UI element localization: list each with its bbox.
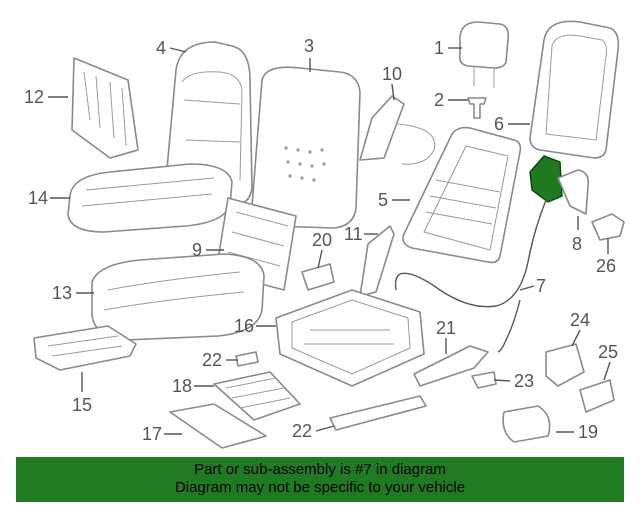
part-18-pad[interactable] xyxy=(213,371,301,421)
callout-22-lower: 22 xyxy=(292,421,312,441)
callout-11: 11 xyxy=(344,224,363,244)
callout-17: 17 xyxy=(142,424,162,444)
callout-8: 8 xyxy=(572,234,582,254)
info-banner: Part or sub-assembly is #7 in diagram Di… xyxy=(16,457,624,502)
part-12-back-panel[interactable] xyxy=(71,57,139,159)
exploded-seat-diagram: 1 2 3 4 5 6 7 8 9 10 11 12 13 14 15 16 1… xyxy=(24,20,625,449)
part-16-seat-frame[interactable] xyxy=(275,289,425,387)
part-14-seat-cushion-cover[interactable] xyxy=(67,163,233,233)
part-15-seat-heater-mat[interactable] xyxy=(33,325,137,371)
callout-20: 20 xyxy=(312,230,332,250)
part-1-head-restraint[interactable] xyxy=(458,21,510,88)
part-25-switch-panel[interactable] xyxy=(579,379,615,413)
callout-22-upper: 22 xyxy=(202,350,222,370)
callout-25: 25 xyxy=(598,342,618,362)
callout-numbers: 1 2 3 4 5 6 7 8 9 10 11 12 13 14 15 16 1… xyxy=(24,36,618,444)
leader-lines xyxy=(48,47,611,435)
callout-15: 15 xyxy=(72,395,92,415)
callout-21: 21 xyxy=(436,318,456,338)
part-23-clip[interactable] xyxy=(471,371,497,389)
callout-16: 16 xyxy=(234,316,254,336)
callout-14: 14 xyxy=(28,188,48,208)
part-22-rail-cover-lower[interactable] xyxy=(329,395,427,431)
part-10-side-panel[interactable] xyxy=(359,95,436,165)
callout-4: 4 xyxy=(156,38,166,58)
banner-line-2: Diagram may not be specific to your vehi… xyxy=(174,479,466,496)
callout-2: 2 xyxy=(434,90,444,110)
part-24-motor[interactable] xyxy=(545,343,585,387)
part-3-backrest-cover-perforated[interactable] xyxy=(251,66,361,229)
part-21-outer-trim[interactable] xyxy=(413,345,489,387)
callout-19: 19 xyxy=(578,422,598,442)
part-6-backrest-frame[interactable] xyxy=(529,20,620,159)
callout-24: 24 xyxy=(570,310,590,330)
part-11-side-trim[interactable] xyxy=(359,225,395,297)
part-8-side-trim[interactable] xyxy=(557,169,590,215)
part-19-cylinder[interactable] xyxy=(502,405,551,443)
part-20-bracket[interactable] xyxy=(301,263,335,291)
callout-6: 6 xyxy=(494,114,504,134)
part-22-connector-upper[interactable] xyxy=(235,351,259,367)
part-26-switch[interactable] xyxy=(591,213,625,241)
callout-23: 23 xyxy=(514,371,534,391)
callout-5: 5 xyxy=(378,190,388,210)
callout-3: 3 xyxy=(304,36,314,56)
part-7-wiring-harness[interactable] xyxy=(394,155,563,353)
callout-18: 18 xyxy=(172,376,192,396)
callout-1: 1 xyxy=(434,38,444,58)
part-2-guide-sleeve[interactable] xyxy=(467,97,487,119)
part-5-backrest-frame-springs[interactable] xyxy=(402,126,522,264)
callout-9: 9 xyxy=(192,240,202,260)
callout-13: 13 xyxy=(52,283,72,303)
callout-12: 12 xyxy=(24,87,44,107)
callout-7: 7 xyxy=(536,276,546,296)
callout-26: 26 xyxy=(596,256,616,276)
part-17-lower-tray[interactable] xyxy=(169,403,267,449)
callout-10: 10 xyxy=(382,64,402,84)
banner-line-1: Part or sub-assembly is #7 in diagram xyxy=(194,461,446,478)
